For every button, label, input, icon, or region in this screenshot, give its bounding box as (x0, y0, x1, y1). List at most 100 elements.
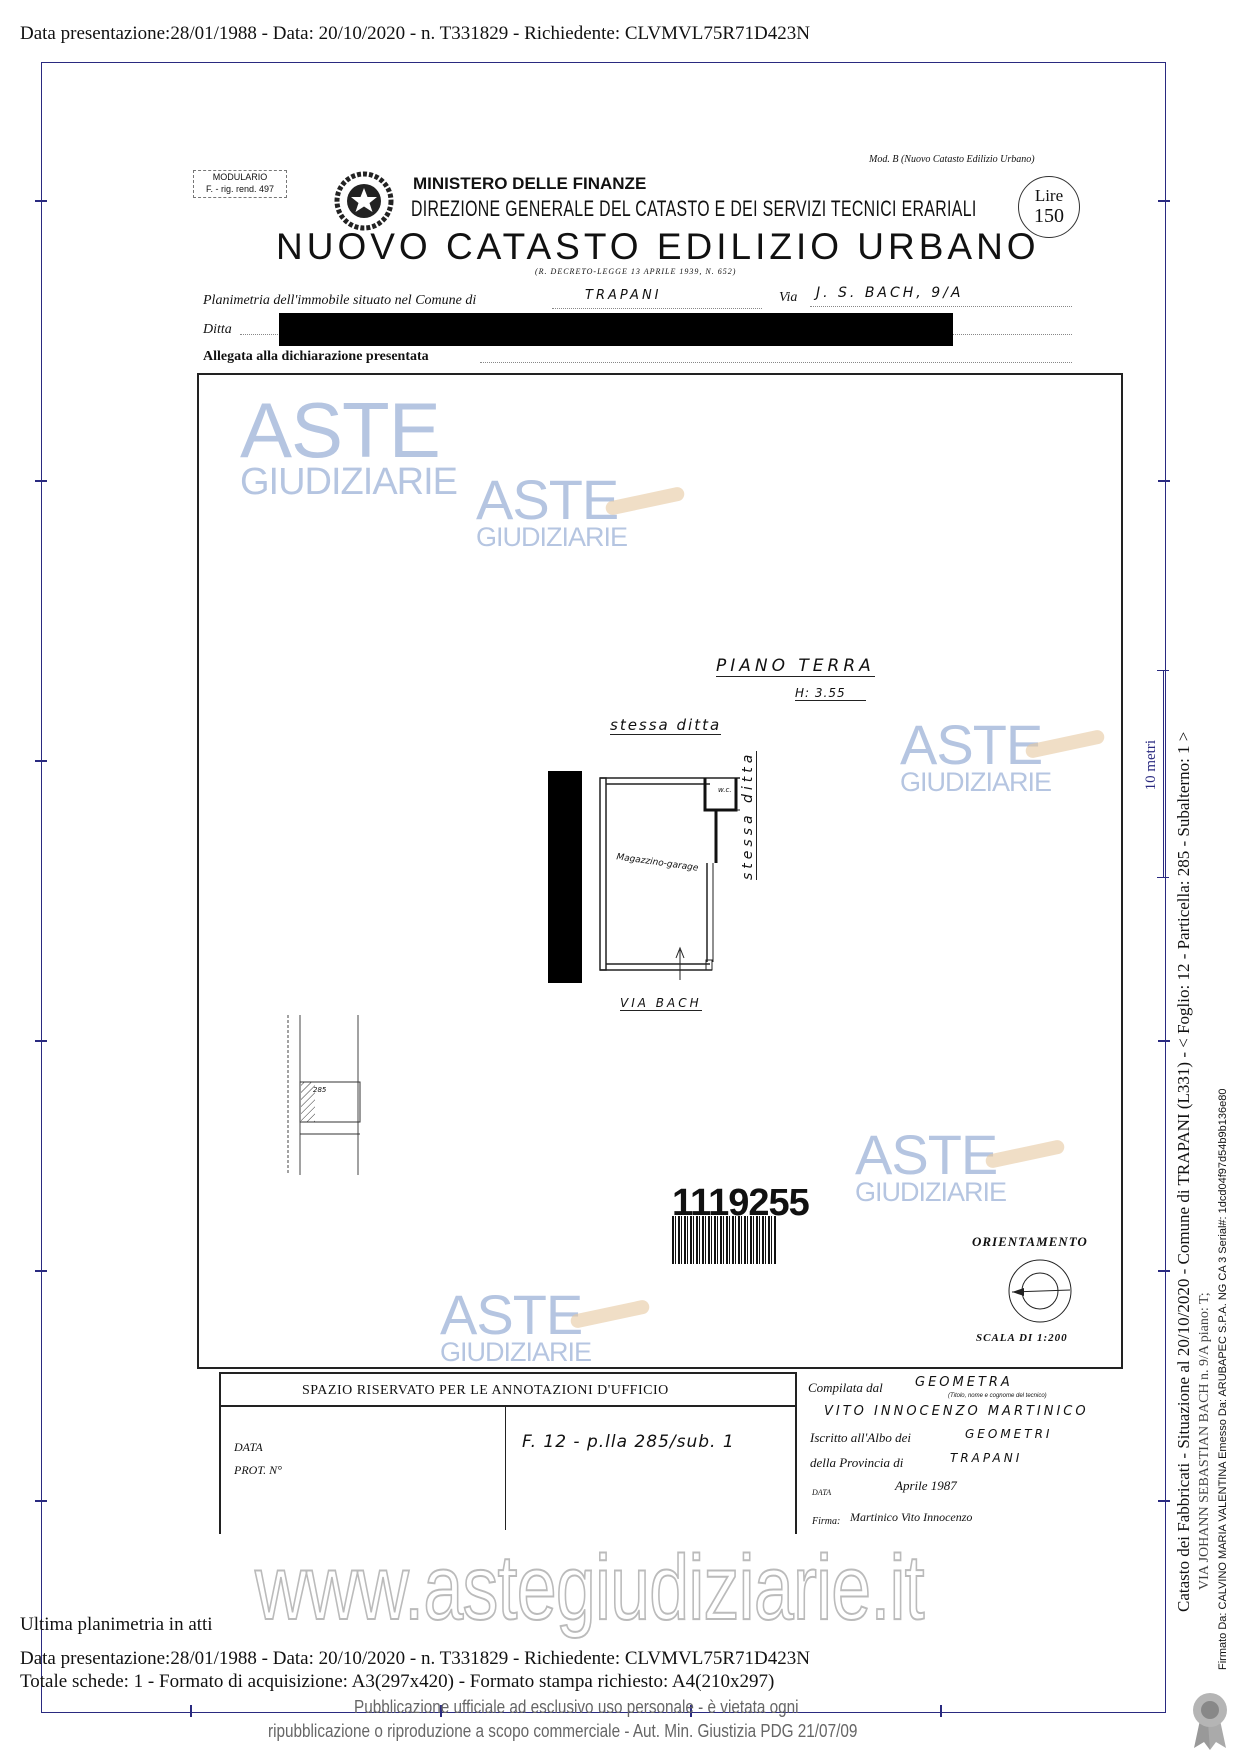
page-frame (41, 62, 1166, 1713)
floor-plan-drawing (599, 777, 740, 980)
frame-tick (35, 1270, 47, 1272)
allegata-label: Allegata alla dichiarazione presentata (203, 349, 429, 364)
annotations-column-divider (505, 1405, 506, 1530)
watermark-aste: ASTE (900, 713, 1043, 776)
certificate-seal-icon (1193, 1693, 1227, 1750)
header-line: Data presentazione:28/01/1988 - Data: 20… (20, 23, 810, 44)
watermark-giudiziarie: GIUDIZIARIE (240, 461, 458, 504)
lire-stamp: Lire 150 (1018, 176, 1080, 238)
plan-area (197, 373, 1123, 1369)
watermark-giudiziarie: GIUDIZIARIE (440, 1337, 592, 1368)
mod-b-label: Mod. B (Nuovo Catasto Edilizio Urbano) (869, 154, 1035, 165)
catasto-side-line: Catasto dei Fabbricati - Situazione al 2… (1174, 731, 1193, 1612)
site-watermark: www.astegiudiziarie.it (254, 1536, 925, 1640)
comune-line (552, 308, 762, 309)
neighbor-top-label: stessa ditta (610, 716, 722, 735)
frame-tick (690, 1705, 692, 1717)
republic-emblem-icon (334, 170, 394, 232)
watermark-giudiziarie: GIUDIZIARIE (855, 1177, 1007, 1208)
scale-label: SCALA DI 1:200 (976, 1332, 1068, 1344)
frame-tick (1158, 1500, 1170, 1502)
frame-tick (1158, 1270, 1170, 1272)
compilata-label: Compilata dal (808, 1380, 883, 1395)
frame-tick (35, 1040, 47, 1042)
decreto-label: (R. DECRETO-LEGGE 13 APRILE 1939, N. 652… (535, 267, 737, 276)
compiler-data-value: Aprile 1987 (895, 1478, 957, 1493)
albo-label: Iscritto all'Albo dei (810, 1430, 911, 1445)
floor-label: PIANO TERRA (716, 656, 875, 677)
lire-label: Lire (1034, 186, 1064, 205)
scale-bar (1163, 670, 1164, 877)
redaction-bar (548, 771, 582, 983)
publication-notice-2: ripubblicazione o riproduzione a scopo c… (268, 1721, 858, 1741)
street-label: VIA BACH (620, 996, 702, 1011)
watermark-giudiziarie: GIUDIZIARIE (900, 767, 1052, 798)
neighbor-right-label: stessa ditta (740, 750, 757, 880)
ministero-title: MINISTERO DELLE FINANZE (413, 174, 647, 193)
address-side-line: VIA JOHANN SEBASTIAN BACH n. 9/A piano: … (1197, 1292, 1212, 1590)
frame-tick (35, 760, 47, 762)
wc-label: w.c. (718, 786, 732, 794)
compiler-hint: (Titolo, nome e cognome del tecnico) (948, 1393, 1047, 1399)
comune-value: TRAPANI (585, 288, 662, 303)
north-arrow-icon (1008, 1259, 1072, 1323)
watermark-aste: ASTE (240, 386, 441, 474)
annotation-prot-label: PROT. N° (234, 1463, 282, 1477)
via-label: Via (779, 290, 798, 305)
scale-bar-cap (1157, 670, 1169, 671)
signature-side-line: Firmato Da: CALVINO MARIA VALENTINA Emes… (1217, 1088, 1229, 1670)
frame-tick (35, 200, 47, 202)
annotations-divider (219, 1405, 795, 1407)
modulario-label: MODULARIO (212, 172, 268, 182)
signature: Martinico Vito Innocenzo (850, 1510, 973, 1524)
ultima-label: Ultima planimetria in atti (20, 1614, 213, 1635)
barcode (672, 1216, 776, 1264)
frame-tick (1158, 480, 1170, 482)
direzione-title: DIREZIONE GENERALE DEL CATASTO E DEI SER… (411, 196, 977, 221)
compiler-data-label: DATA (812, 1488, 832, 1497)
annotations-header: SPAZIO RISERVATO PER LE ANNOTAZIONI D'UF… (302, 1383, 669, 1398)
watermark-giudiziarie: GIUDIZIARIE (476, 522, 628, 553)
frame-tick (440, 1705, 442, 1717)
frame-tick (35, 1500, 47, 1502)
annotation-note: F. 12 - p.lla 285/sub. 1 (522, 1432, 735, 1452)
watermark-aste: ASTE (440, 1283, 583, 1346)
firma-label: Firma: (812, 1516, 841, 1527)
annotations-box (219, 1372, 797, 1534)
provincia-value: TRAPANI (950, 1451, 1023, 1465)
frame-tick (190, 1705, 192, 1717)
frame-tick (35, 480, 47, 482)
scale-bar-cap (1157, 877, 1169, 878)
footer-totale-line: Totale schede: 1 - Formato di acquisizio… (20, 1671, 775, 1692)
frame-tick (940, 1705, 942, 1717)
via-line (810, 306, 1072, 307)
publication-notice-1: Pubblicazione ufficiale ad esclusivo uso… (354, 1697, 799, 1717)
modulario-box: MODULARIO F. - rig. rend. 497 (193, 170, 287, 198)
orientamento-label: ORIENTAMENTO (972, 1234, 1088, 1249)
albo-value: GEOMETRI (965, 1427, 1053, 1441)
provincia-label: della Provincia di (810, 1455, 904, 1470)
redaction-block (279, 313, 953, 346)
ditta-label: Ditta (203, 322, 232, 337)
catasto-title: NUOVO CATASTO EDILIZIO URBANO (276, 226, 1040, 267)
parcel-label: 285 (313, 1086, 327, 1094)
watermark-aste: ASTE (855, 1123, 998, 1186)
frame-tick (1158, 200, 1170, 202)
allegata-line (480, 362, 1072, 363)
compiler-name: VITO INNOCENZO MARTINICO (824, 1404, 1089, 1419)
watermark-aste: ASTE (476, 468, 619, 531)
lire-value: 150 (1034, 205, 1064, 227)
scale-bar-label: 10 metri (1143, 740, 1159, 791)
compiler-title: GEOMETRA (915, 1375, 1013, 1390)
height-label: H: 3.55 (795, 686, 866, 701)
frame-tick (1158, 1040, 1170, 1042)
modulario-code: F. - rig. rend. 497 (205, 184, 275, 194)
annotation-data-label: DATA (234, 1440, 263, 1454)
site-map-drawing (287, 1015, 361, 1175)
planimetria-label: Planimetria dell'immobile situato nel Co… (203, 293, 477, 308)
